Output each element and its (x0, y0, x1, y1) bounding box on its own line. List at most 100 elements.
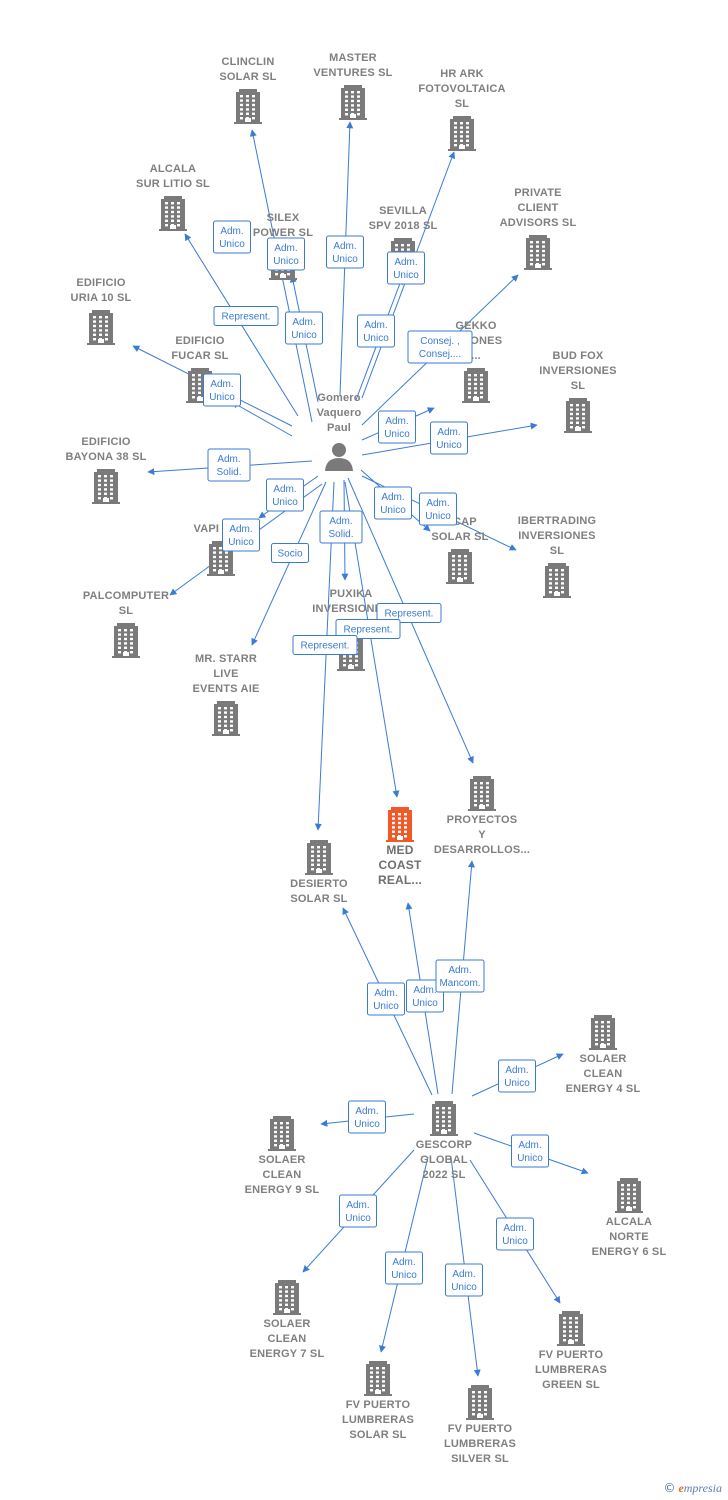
edge-label-person-sevilla[interactable]: Adm.Unico (357, 314, 395, 348)
node-label: ... (471, 350, 481, 362)
edge-label-box (326, 235, 364, 269)
node-label: LIVE (213, 668, 238, 680)
edge-label-text: Adm. (505, 1065, 528, 1076)
edge-label-text: Adm. (503, 1223, 526, 1234)
node-label: HR ARK (440, 68, 484, 80)
edge-label-person-cap[interactable]: Adm.Unico (374, 486, 412, 520)
edge-label-box (374, 486, 412, 520)
edge-label-person-uria[interactable]: Adm.Unico (285, 311, 323, 345)
node-alcalasur[interactable]: ALCALA SUR LITIO SL (136, 163, 210, 231)
edge-label-text: Adm. (448, 965, 471, 976)
building-icon (364, 1361, 392, 1396)
node-label: SILVER SL (451, 1453, 509, 1465)
edge-label-text: Unico (228, 537, 254, 548)
node-label: ENERGY 7 SL (250, 1348, 325, 1360)
building-icon (615, 1178, 643, 1213)
edge-label-gescorp-proyectos[interactable]: Adm.Mancom. (435, 959, 485, 993)
edge-label-person-silex[interactable]: Adm.Unico (267, 237, 305, 271)
node-label: MASTER (329, 52, 377, 64)
edge-label-text: Unico (291, 330, 317, 341)
node-label: URIA 10 SL (71, 292, 132, 304)
edge-label-person-puxika[interactable]: Adm.Solid. (319, 510, 363, 544)
node-label: SOLAR SL (431, 531, 488, 543)
edge-label-person-alcalasur[interactable]: Represent. (213, 306, 279, 326)
building-icon (543, 563, 571, 598)
edge-label-gescorp-fvsilver[interactable]: Adm.Unico (445, 1263, 483, 1297)
edge-label-gescorp-solaer4[interactable]: Adm.Unico (498, 1059, 536, 1093)
edge-label-person-budfox[interactable]: Adm.Unico (430, 421, 468, 455)
node-proyectos[interactable]: PROYECTOSYDESARROLLOS... (434, 776, 530, 856)
edge-label-gescorp-solaer7[interactable]: Adm.Unico (339, 1194, 377, 1228)
node-label: ENERGY 9 SL (245, 1184, 320, 1196)
edge-label-person-bayona[interactable]: Adm.Solid. (207, 448, 251, 482)
edge-person-mrstarr (251, 481, 327, 646)
edge-label-gescorp-fvgreen[interactable]: Adm.Unico (496, 1217, 534, 1251)
edge-label-person-fucar[interactable]: Adm.Unico (203, 373, 241, 407)
node-label: ENERGY 6 SL (592, 1246, 667, 1258)
edge-label-person-private[interactable]: Consej. ,Consej.... (407, 330, 473, 364)
edge-label-person-gekko[interactable]: Adm.Unico (378, 410, 416, 444)
edge-label-person-clinclin[interactable]: Adm.Unico (213, 220, 251, 254)
edge-label-text: Adm. (413, 985, 436, 996)
edge-label-person-hrark[interactable]: Adm.Unico (387, 251, 425, 285)
edge-label-person-mrstarr[interactable]: Socio (271, 543, 309, 563)
edge-label-person-proyectos[interactable]: Represent. (376, 603, 442, 623)
node-label: LUMBRERAS (535, 1364, 607, 1376)
edge-label-text: Adm. (210, 379, 233, 390)
node-label: PALCOMPUTER (83, 590, 169, 602)
node-palcomputer[interactable]: PALCOMPUTER SL (83, 590, 169, 658)
edge-label-gescorp-fvsolar[interactable]: Adm.Unico (385, 1251, 423, 1285)
building-icon (305, 840, 333, 875)
edge-label-box (203, 373, 241, 407)
edge-label-person-ibertrading[interactable]: Adm.Unico (419, 492, 457, 526)
edge-label-gescorp-solaer9[interactable]: Adm.Unico (348, 1100, 386, 1134)
edge-label-text: Unico (332, 254, 358, 265)
building-icon (112, 623, 140, 658)
edge-label-text: Unico (273, 256, 299, 267)
edge-label-gescorp-medcoast[interactable]: Adm.Unico (406, 979, 444, 1013)
building-icon (589, 1015, 617, 1050)
edge-label-person-palcomputer[interactable]: Adm. Unico (222, 518, 260, 552)
building-icon (212, 701, 240, 736)
node-medcoast[interactable]: MEDCOASTREAL... (378, 807, 422, 887)
edge-label-gescorp-alcalanorte[interactable]: Adm.Unico (511, 1134, 549, 1168)
node-label: ALCALA (150, 163, 196, 175)
edge-label-person-master[interactable]: Adm.Unico (326, 235, 364, 269)
edge-label-text: Adm. (229, 524, 252, 535)
edge-label-text: Unico (391, 1270, 417, 1281)
node-label: SUR LITIO SL (136, 178, 210, 190)
edge-label-person-vapi[interactable]: Adm.Unico (266, 478, 304, 512)
edge-label-gescorp-desierto[interactable]: Adm.Unico (367, 982, 405, 1016)
edge-label-person-desierto[interactable]: Represent. (292, 635, 358, 655)
node-label: SL (119, 605, 134, 617)
edge-label-text: Unico (363, 333, 389, 344)
edge-label-text: Adm. (374, 988, 397, 999)
edge-label-text: Adm. (385, 416, 408, 427)
edge-label-person-medcoast[interactable]: Represent. (335, 619, 401, 639)
edge-label-box (406, 979, 444, 1013)
edge-label-text: Adm. (329, 516, 352, 527)
edge-label-box (498, 1059, 536, 1093)
building-icon (462, 368, 490, 403)
